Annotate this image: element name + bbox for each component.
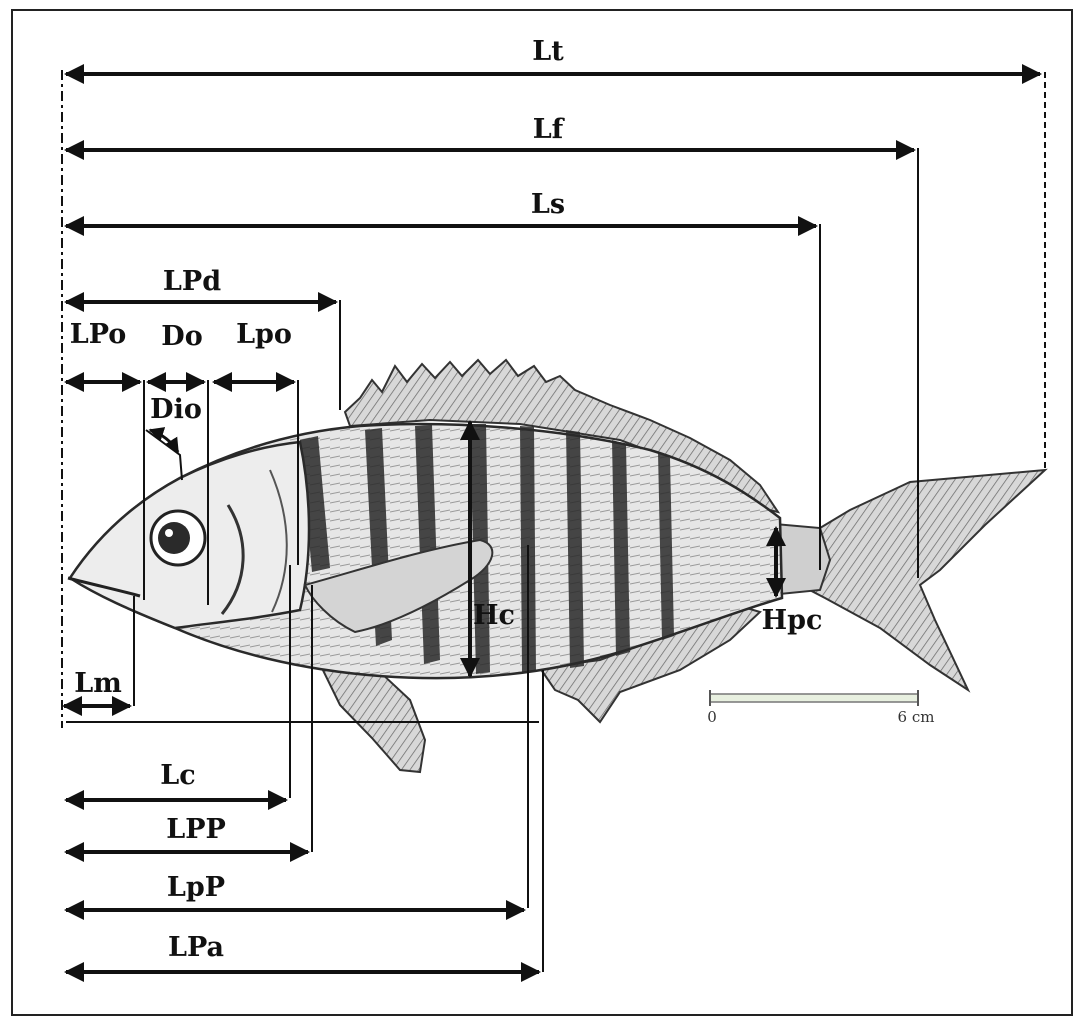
scale-bar-end-label: 6 cm <box>898 708 935 726</box>
label-lf: Lf <box>533 114 566 145</box>
eye-pupil <box>158 522 190 554</box>
eye-highlight <box>165 529 173 537</box>
scale-bar-start-label: 0 <box>707 708 717 726</box>
label-hpc: Hpc <box>762 605 823 636</box>
label-lpa: LPa <box>168 932 224 963</box>
label-lpo-preorbital: LPo <box>70 319 127 350</box>
label-lpd: LPd <box>163 266 221 297</box>
label-lpp-pectoral: LPP <box>166 814 226 845</box>
label-lpo-postorbital: Lpo <box>236 319 292 350</box>
scale-bar: 0 6 cm <box>707 690 934 726</box>
caudal-fin <box>800 470 1045 690</box>
label-lpp-pelvic: LpP <box>167 872 225 903</box>
interorbital-arrow <box>150 430 178 452</box>
label-dio: Dio <box>150 394 202 425</box>
label-lt: Lt <box>532 36 564 67</box>
label-lm: Lm <box>74 668 122 699</box>
label-do: Do <box>161 321 202 352</box>
scale-bar-rect <box>710 694 918 702</box>
label-lc: Lc <box>160 760 195 791</box>
label-ls: Ls <box>531 189 565 220</box>
label-hc: Hc <box>473 600 515 631</box>
